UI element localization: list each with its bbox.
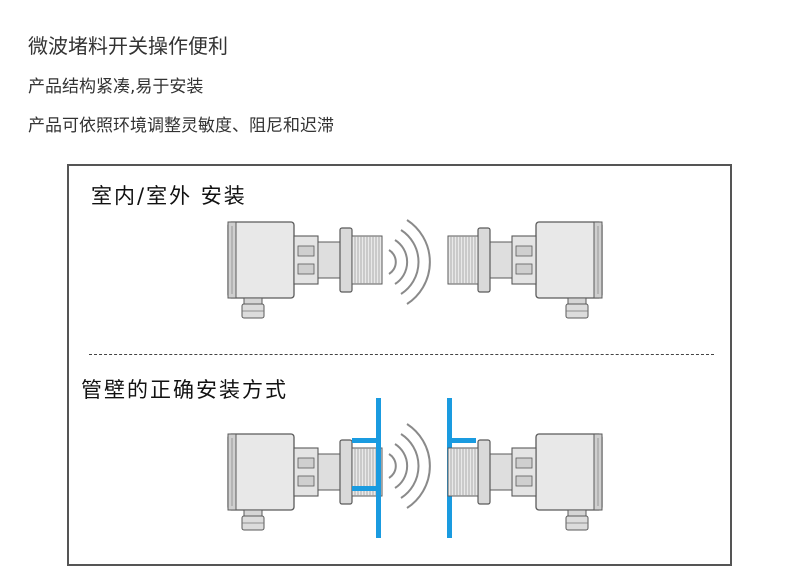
sensor-receiver-icon <box>447 221 603 319</box>
installation-illustration <box>227 219 603 538</box>
feature-adjustable: 产品可依照环境调整灵敏度、阻尼和迟滞 <box>28 116 334 136</box>
section-title-indoor-outdoor: 室内/室外 安装 <box>91 184 247 208</box>
sensor-receiver-icon <box>447 433 603 531</box>
feature-compact: 产品结构紧凑,易于安装 <box>28 77 204 97</box>
microwave-signal-icon <box>388 219 431 305</box>
section-title-pipe-wall: 管壁的正确安装方式 <box>81 378 288 402</box>
sensor-transmitter-icon <box>227 221 383 319</box>
sensor-transmitter-icon <box>227 433 383 531</box>
installation-panel: 室内/室外 安装 管壁的正确安装方式 <box>67 164 732 566</box>
microwave-signal-icon <box>388 423 431 509</box>
section-divider <box>89 354 714 355</box>
page-title: 微波堵料开关操作便利 <box>28 34 228 58</box>
